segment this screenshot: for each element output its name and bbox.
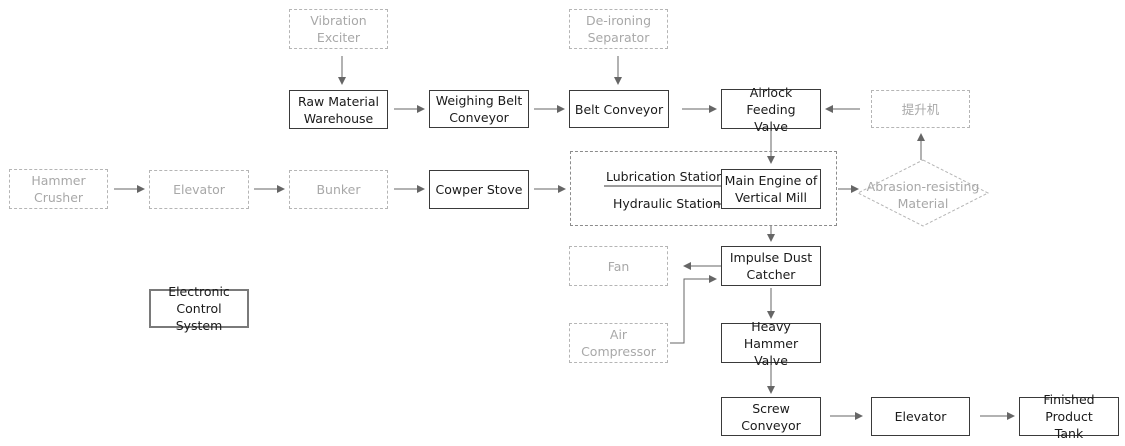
impulse-dust-catcher-node: Impulse Dust Catcher — [721, 246, 821, 286]
weighing-belt-conveyor-node: Weighing Belt Conveyor — [429, 90, 529, 128]
elevator-1-node: Elevator — [149, 170, 249, 209]
lubrication-station-label: Lubrication Station — [606, 169, 725, 184]
main-engine-vertical-mill-node: Main Engine of Vertical Mill — [721, 169, 821, 209]
airlock-feeding-valve-node: Airlock Feeding Valve — [721, 85, 821, 134]
arrow-compressor-to-impulse — [670, 275, 717, 344]
fan-node: Fan — [569, 246, 668, 286]
vibration-exciter-node: Vibration Exciter — [289, 9, 388, 49]
bunker-node: Bunker — [289, 170, 388, 209]
hoist-node: 提升机 — [871, 90, 970, 128]
belt-conveyor-node: Belt Conveyor — [569, 90, 669, 128]
hydraulic-station-label: Hydraulic Station — [613, 196, 721, 211]
cowper-stove-node: Cowper Stove — [429, 170, 529, 209]
heavy-hammer-valve-node: Heavy Hammer Valve — [721, 319, 821, 368]
abrasion-diamond-shape — [856, 159, 990, 227]
hammer-crusher-node: Hammer Crusher — [9, 169, 108, 209]
de-ironing-separator-node: De-ironing Separator — [569, 9, 668, 49]
electronic-control-system-node: Electronic Control System — [149, 284, 249, 333]
abrasion-resisting-material-label: Abrasion-resisting Material — [866, 179, 980, 211]
elevator-2-node: Elevator — [871, 397, 970, 436]
raw-material-warehouse-node: Raw Material Warehouse — [289, 90, 388, 129]
screw-conveyor-node: Screw Conveyor — [721, 397, 821, 436]
vertical-mill-group — [570, 151, 837, 226]
finished-product-tank-node: Finished Product Tank — [1019, 392, 1119, 441]
air-compressor-node: Air Compressor — [569, 323, 668, 363]
